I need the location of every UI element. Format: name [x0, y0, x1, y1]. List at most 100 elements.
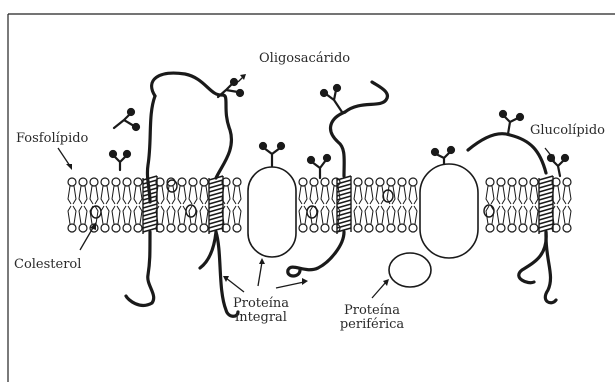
phospholipid-tail	[486, 186, 494, 204]
oligosaccharide-8	[500, 111, 523, 134]
phospholipid-head	[200, 224, 208, 232]
phospholipid-tail	[101, 186, 109, 204]
oligosaccharide-6	[308, 155, 330, 178]
arrow-integral-3	[276, 282, 304, 288]
phospholipid-head	[321, 224, 329, 232]
protein-chain-bottom-3	[519, 232, 546, 283]
arrow-periferica	[372, 282, 386, 298]
phospholipid-head	[563, 178, 571, 186]
phospholipid-tail	[112, 186, 120, 204]
phospholipid-tail	[376, 206, 384, 224]
oligosaccharide-7	[432, 147, 454, 164]
phospholipid-head	[299, 224, 307, 232]
phospholipid-tail	[299, 206, 307, 224]
phospholipid-head	[178, 178, 186, 186]
phospholipid-head	[189, 224, 197, 232]
phospholipid-tail	[508, 206, 516, 224]
phospholipid-tail	[90, 186, 98, 204]
transmembrane-helix	[539, 176, 553, 234]
phospholipid-head	[508, 178, 516, 186]
phospholipid-tail	[563, 186, 571, 204]
phospholipid-head	[354, 224, 362, 232]
phospholipid-tail	[354, 206, 362, 224]
phospholipid-head	[398, 178, 406, 186]
phospholipid-head	[310, 224, 318, 232]
phospholipid-tail	[310, 186, 318, 204]
phospholipid-tail	[101, 206, 109, 224]
phospholipid-tail	[519, 186, 527, 204]
phospholipid-tail	[134, 186, 142, 204]
phospholipid-head	[497, 224, 505, 232]
phospholipid-tail	[178, 206, 186, 224]
phospholipid-head	[409, 224, 417, 232]
phospholipid-tail	[409, 206, 417, 224]
phospholipid-head	[200, 178, 208, 186]
phospholipid-head	[486, 224, 494, 232]
arrowhead	[66, 164, 72, 170]
phospholipid-head	[530, 178, 538, 186]
phospholipid-head	[178, 224, 186, 232]
phospholipid-tail	[321, 206, 329, 224]
phospholipid-head	[376, 224, 384, 232]
label-proteina-integral-line1: Proteína	[226, 297, 296, 311]
protein-chain-loop-bottom	[200, 232, 216, 268]
phospholipid-tail	[233, 186, 241, 204]
phospholipid-head	[233, 178, 241, 186]
arrowhead	[259, 258, 265, 264]
protein-chain-bottom-2	[288, 232, 344, 276]
phospholipid-head	[365, 224, 373, 232]
phospholipid-tail	[497, 186, 505, 204]
phospholipid-tail	[508, 186, 516, 204]
phospholipid-tail	[79, 186, 87, 204]
label-proteina-integral-line2: integral	[226, 311, 296, 325]
phospholipid-tail	[398, 186, 406, 204]
phospholipid-tail	[167, 206, 175, 224]
phospholipid-head	[79, 224, 87, 232]
phospholipid-tail	[68, 206, 76, 224]
phospholipid-head	[167, 224, 175, 232]
label-proteina-integral: Proteína integral	[226, 297, 296, 325]
label-proteina-periferica-line2: periférica	[332, 318, 412, 332]
phospholipid-head	[189, 178, 197, 186]
phospholipid-head	[68, 178, 76, 186]
protein-chain-loop	[152, 73, 232, 178]
phospholipid-tail	[233, 206, 241, 224]
label-proteina-periferica: Proteína periférica	[332, 304, 412, 332]
phospholipid-tail	[123, 206, 131, 224]
phospholipid-head	[233, 224, 241, 232]
phospholipid-tail	[79, 206, 87, 224]
phospholipid-head	[101, 224, 109, 232]
phospholipid-head	[530, 224, 538, 232]
phospholipid-head	[486, 178, 494, 186]
oligosaccharide-3	[110, 151, 130, 170]
phospholipid-head	[519, 224, 527, 232]
phospholipid-tail	[530, 186, 538, 204]
phospholipid-head	[90, 178, 98, 186]
phospholipid-tail	[321, 186, 329, 204]
phospholipid-head	[101, 178, 109, 186]
oligosaccharide-2	[114, 109, 139, 130]
phospholipid-tail	[299, 186, 307, 204]
phospholipid-tail	[398, 206, 406, 224]
phospholipid-head	[79, 178, 87, 186]
phospholipid-head	[387, 224, 395, 232]
label-colesterol: Colesterol	[14, 258, 81, 272]
phospholipid-head	[112, 178, 120, 186]
phospholipid-head	[563, 224, 571, 232]
phospholipid-head	[68, 224, 76, 232]
phospholipid-head	[112, 224, 120, 232]
transmembrane-helix	[209, 176, 223, 234]
integral-protein-globular-right	[420, 164, 478, 258]
phospholipid-head	[321, 178, 329, 186]
phospholipid-head	[134, 178, 142, 186]
phospholipid-tail	[134, 206, 142, 224]
peripheral-protein	[389, 253, 431, 287]
phospholipid-head	[134, 224, 142, 232]
phospholipid-tail	[189, 186, 197, 204]
phospholipid-tail	[519, 206, 527, 224]
phospholipid-head	[376, 178, 384, 186]
phospholipid-head	[409, 178, 417, 186]
arrowhead	[302, 278, 308, 285]
phospholipid-tail	[68, 186, 76, 204]
phospholipid-head	[398, 224, 406, 232]
